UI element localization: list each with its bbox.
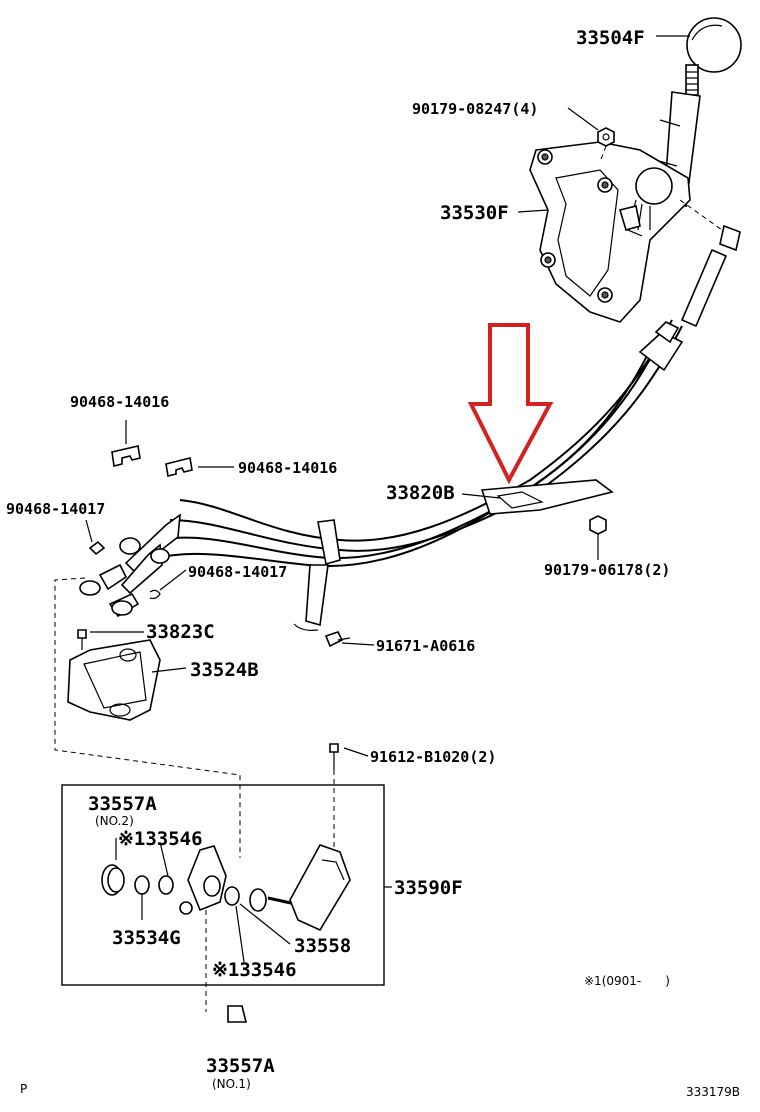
- label-footnote: ※1(0901- ): [584, 974, 670, 988]
- label-bushing-bottom: 33557A: [206, 1055, 275, 1077]
- cable-bracket: [480, 479, 614, 515]
- leader-lines: [85, 35, 690, 963]
- shift-cables: [79, 319, 684, 648]
- nut-90179-08247: [597, 127, 615, 147]
- label-collar: 33558: [294, 935, 351, 957]
- label-clip-a: 90468-14016: [70, 393, 169, 411]
- label-bracket-lever: 33530F: [440, 202, 509, 224]
- clip-90468-14017-b: [149, 589, 161, 600]
- label-bushing-a-no: (NO.2): [95, 814, 134, 828]
- clip-90468-14017-a: [88, 540, 106, 556]
- label-bushing-a: 33557A: [88, 793, 157, 815]
- label-cable: 33820B: [386, 482, 455, 504]
- bushing-33557a-no1: [227, 1005, 248, 1023]
- label-knob: 33504F: [576, 27, 645, 49]
- label-assy: 33590F: [394, 877, 463, 899]
- bolt-91612-b1020: [329, 743, 339, 753]
- label-clip-d: 90468-14017: [188, 563, 287, 581]
- nut-90179-06178: [589, 515, 607, 535]
- bracket-33524b: [67, 629, 161, 721]
- label-bushing-bottom-no: (NO.1): [212, 1077, 251, 1091]
- label-diagram-id: 333179B: [686, 1085, 740, 1099]
- shift-lever-assembly: [529, 17, 742, 328]
- label-washer-top: ※133546: [118, 828, 203, 850]
- label-bushing-g: 33534G: [112, 927, 181, 949]
- bolt-33823c: [77, 629, 87, 639]
- label-clip-c: 90468-14017: [6, 500, 105, 518]
- shift-selector-assembly: [101, 838, 351, 1012]
- label-clip-b: 90468-14016: [238, 459, 337, 477]
- label-bolt-91612: 91612-B1020(2): [370, 748, 496, 766]
- label-bracket-b: 33524B: [190, 659, 259, 681]
- highlight-arrow: [467, 323, 554, 485]
- label-bolt-c: 33823C: [146, 621, 215, 643]
- bolt-91671-a0616: [324, 631, 344, 648]
- clip-90468-14016-b: [165, 457, 193, 477]
- shift-knob: [686, 17, 742, 73]
- label-bolt-91671: 91671-A0616: [376, 637, 475, 655]
- label-washer-bottom: ※133546: [212, 959, 297, 981]
- dashed-leader-assy: [54, 577, 241, 858]
- label-corner-p: P: [20, 1082, 27, 1096]
- assy-box-33590f: [61, 784, 385, 986]
- label-nut-4: 90179-08247(4): [412, 100, 538, 118]
- part-labels: 33504F 90179-08247(4) 33530F 90468-14016…: [6, 27, 740, 1099]
- label-nut-2: 90179-06178(2): [544, 561, 670, 579]
- clip-90468-14016-a: [111, 445, 141, 467]
